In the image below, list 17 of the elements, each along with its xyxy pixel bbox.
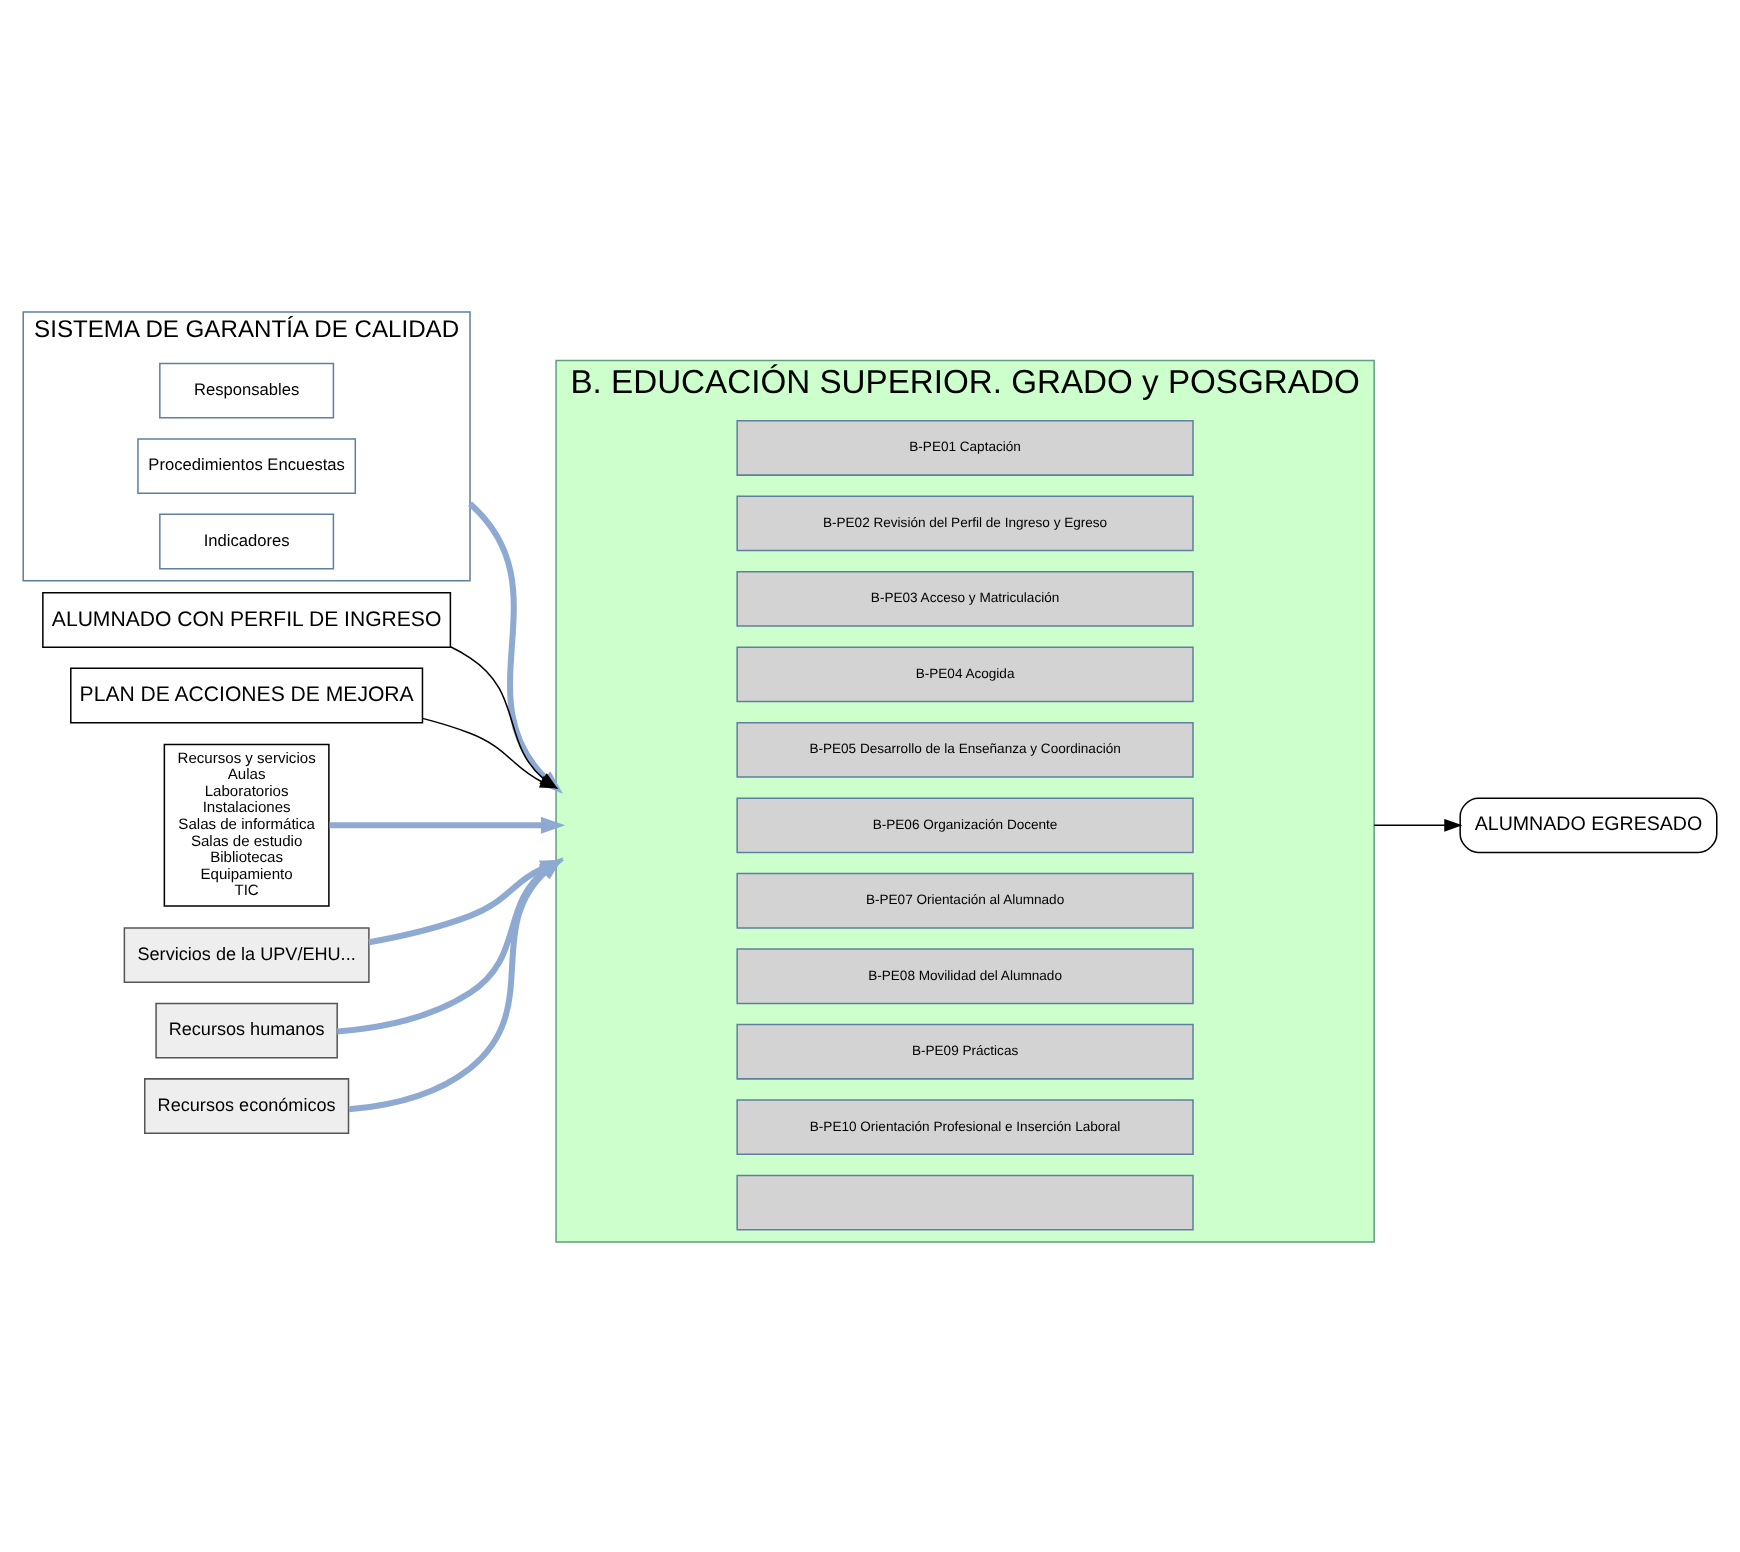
node-box: Responsables	[159, 361, 335, 418]
arrow	[348, 856, 564, 1112]
node-box: Procedimientos Encuestas	[137, 437, 357, 493]
node-box	[736, 1173, 1194, 1230]
arrow	[329, 815, 566, 833]
arrow	[337, 856, 564, 1034]
node-box: Servicios de la UPV/EHU...	[123, 926, 370, 983]
node-box: ALUMNADO EGRESADO	[1459, 796, 1718, 853]
node-box: ALUMNADO CON PERFIL DE INGRESO	[42, 591, 452, 647]
node-box: Recursos y servicios Aulas Laboratorios Instalaciones Salas de informática Salas de estudio Bibliotecas Equipamiento TIC	[163, 742, 330, 906]
node-box: Recursos humanos	[155, 1001, 338, 1058]
node-box: Indicadores	[159, 512, 335, 569]
node-box: PLAN DE ACCIONES DE MEJORA	[70, 666, 424, 723]
node-box: Recursos económicos	[144, 1077, 350, 1133]
arrow	[1373, 817, 1463, 831]
arrow	[467, 500, 563, 793]
arrow	[368, 858, 565, 945]
